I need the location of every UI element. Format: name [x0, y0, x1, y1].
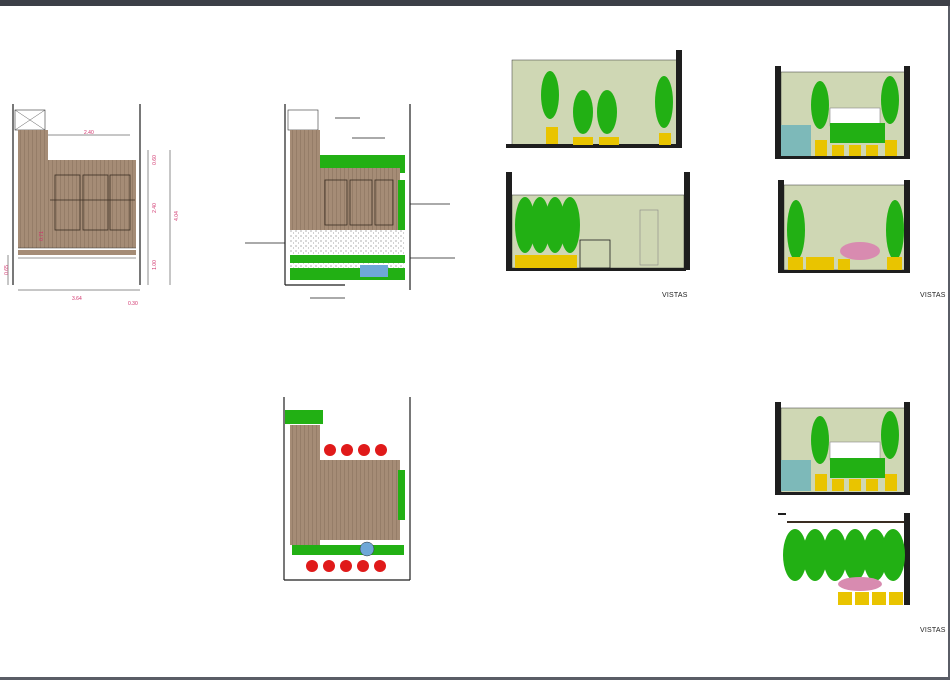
viewport-frame-right	[948, 6, 950, 680]
elevation-c2	[778, 513, 910, 605]
elevation-a1	[506, 50, 682, 148]
plan-dimensioned	[7, 104, 171, 291]
dim-right-b: 2.40	[151, 203, 158, 213]
vistas-label-1: VISTAS	[662, 292, 688, 299]
plan-flowers	[283, 397, 411, 581]
dim-right-c: 1.00	[151, 260, 158, 270]
dim-left-mid: 0.71	[38, 231, 45, 241]
elevation-c1	[775, 402, 910, 495]
elevation-a2	[506, 172, 690, 271]
elevation-b1	[775, 66, 910, 159]
dim-bottom-width: 3.64	[72, 296, 82, 302]
dim-right-total: 4.04	[173, 211, 180, 221]
plan-planting	[245, 104, 455, 299]
window-top-bar	[0, 0, 950, 6]
vistas-label-3: VISTAS	[920, 627, 946, 634]
dim-top-width: 2.40	[84, 130, 94, 136]
vistas-label-2: VISTAS	[920, 292, 946, 299]
viewport-frame-bottom	[0, 677, 950, 680]
elevation-b2	[778, 180, 910, 273]
dim-left-small: 0.65	[3, 265, 10, 275]
dim-bottom-right: 0.30	[128, 301, 138, 307]
dim-right-a: 0.60	[151, 155, 158, 165]
